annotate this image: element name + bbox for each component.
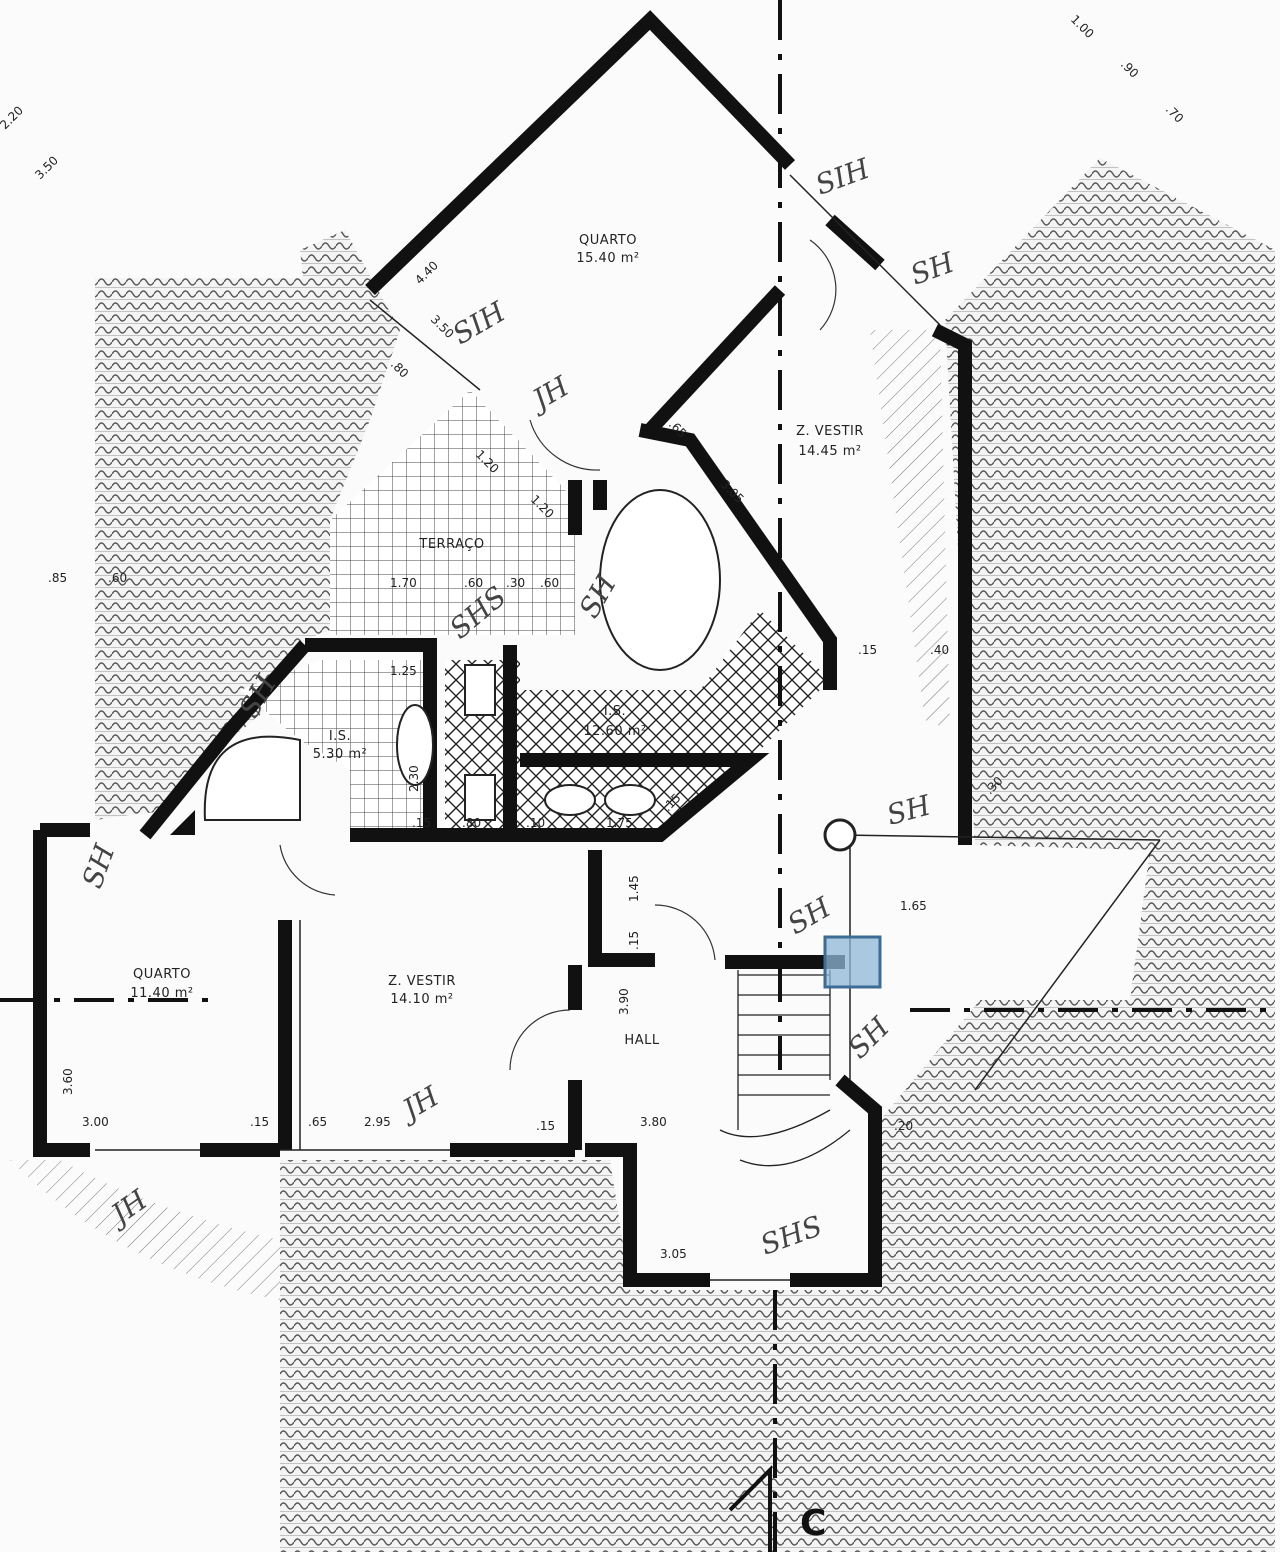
dimension-label: .60 — [108, 571, 127, 585]
room-area-wc-large: 12.60 m² — [583, 724, 646, 739]
door-swings — [279, 239, 837, 1071]
dimension-label: 3.80 — [640, 1115, 667, 1129]
dimension-label: 3.50 — [32, 153, 61, 182]
room-name-vestir-right: Z. VESTIR — [796, 424, 864, 439]
dimension-label: .60 — [464, 576, 483, 590]
room-name-quarto-left: QUARTO — [133, 967, 191, 982]
dimension-label: 2.95 — [364, 1115, 391, 1129]
annotation-label: SH — [906, 245, 959, 291]
room-name-quarto-top: QUARTO — [579, 233, 637, 248]
dimension-label: .15 — [627, 931, 641, 950]
dimension-label: .90 — [1118, 57, 1141, 80]
dimension-label: .15 — [858, 643, 877, 657]
section-marker-label: C — [800, 1503, 826, 1544]
wc-large-floor — [445, 610, 830, 835]
room-area-vestir-center: 14.10 m² — [390, 992, 453, 1007]
room-area-quarto-left: 11.40 m² — [130, 986, 193, 1001]
dimension-label: .20 — [894, 1119, 913, 1133]
fixtures — [170, 489, 857, 852]
walls — [33, 10, 972, 1287]
dimension-label: 3.90 — [617, 988, 631, 1015]
dimension-labels: 1.00 .90 .70 2.20 3.50 4.40 3.50 .80 1.2… — [0, 12, 1186, 1261]
dimension-label: .15 — [250, 1115, 269, 1129]
dimension-label: 1.70 — [390, 576, 417, 590]
dimension-label: .65 — [308, 1115, 327, 1129]
staircase — [719, 970, 851, 1167]
room-area-wc-small: 5.30 m² — [313, 747, 367, 762]
room-name-terraco: TERRAÇO — [418, 537, 484, 552]
room-name-vestir-center: Z. VESTIR — [388, 974, 456, 989]
dimension-label: .60 — [540, 576, 559, 590]
room-area-quarto-top: 15.40 m² — [576, 251, 639, 266]
annotation-label: SIH — [447, 295, 511, 351]
room-name-wc-large: I.S. — [604, 704, 626, 719]
dimension-label: 1.25 — [390, 664, 417, 678]
dimension-label: .70 — [1163, 102, 1186, 125]
dimension-label: 1.75 — [606, 816, 633, 830]
dimension-label: 1.45 — [627, 875, 641, 902]
dimension-label: .10 — [526, 816, 545, 830]
dimension-label: .30 — [506, 576, 525, 590]
dimension-label: .85 — [48, 571, 67, 585]
dimension-label: 3.05 — [660, 1247, 687, 1261]
dimension-label: .15 — [412, 816, 431, 830]
dimension-label: .15 — [536, 1119, 555, 1133]
dimension-label: .80 — [462, 816, 481, 830]
annotation-label: SHS — [756, 1209, 826, 1261]
section-marker: C — [728, 1465, 826, 1552]
dimension-label: .40 — [930, 643, 949, 657]
annotation-label: JH — [393, 1079, 445, 1128]
dimension-label: 1.00 — [1068, 12, 1097, 41]
annotation-label: SH — [782, 890, 837, 941]
room-name-wc-small: I.S. — [329, 729, 351, 744]
dimension-label: 2.20 — [0, 103, 26, 132]
dimension-label: 1.65 — [900, 899, 927, 913]
window-lines — [95, 174, 1161, 1281]
room-labels: QUARTO 15.40 m² Z. VESTIR 14.45 m² TERRA… — [130, 233, 864, 1048]
dimension-label: 2.30 — [407, 765, 421, 792]
dimension-label: .80 — [388, 357, 411, 380]
annotation-label: SH — [76, 840, 122, 893]
annotation-label: SIH — [811, 152, 874, 202]
dimension-label: 4.40 — [412, 258, 441, 287]
dimension-label: 3.00 — [82, 1115, 109, 1129]
wc-small-floor — [240, 660, 430, 835]
room-name-hall: HALL — [624, 1033, 659, 1048]
roof-tiles — [95, 158, 1275, 1552]
terraco-floor — [330, 390, 575, 635]
hatched-strips — [10, 330, 950, 1300]
dimension-label: 3.60 — [61, 1068, 75, 1095]
annotation-label: SH — [883, 788, 934, 831]
annotation-label: JH — [523, 369, 575, 418]
room-area-vestir-right: 14.45 m² — [798, 444, 861, 459]
highlight-box[interactable] — [823, 935, 882, 989]
